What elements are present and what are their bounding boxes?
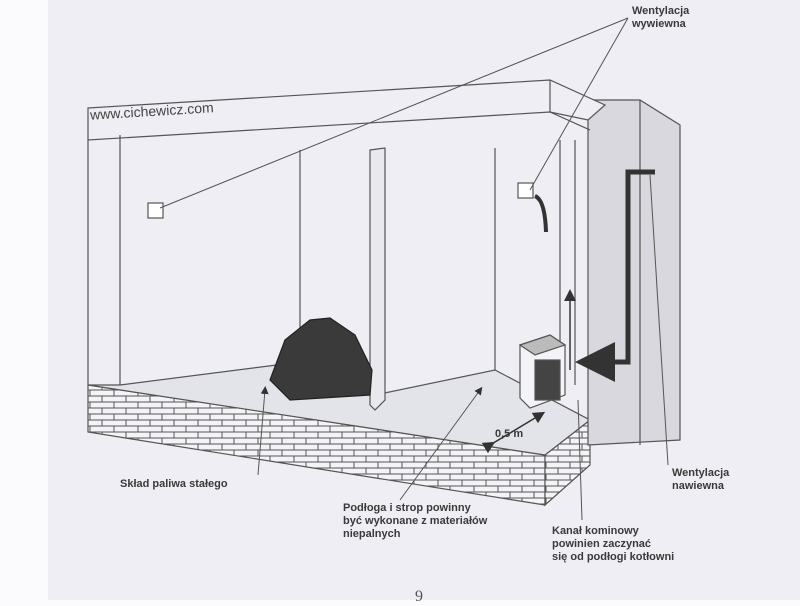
supply-air-arrow (575, 169, 655, 382)
exhaust-vent-left (147, 202, 164, 219)
chimney (587, 99, 681, 446)
boiler-icon (518, 334, 567, 409)
label-floor-ceiling: Podłoga i strop powinny być wykonane z m… (343, 502, 488, 540)
label-supply-ventilation: Wentylacja nawiewna (672, 467, 730, 492)
label-fuel-storage: Skład paliwa stałego (120, 478, 228, 490)
exhaust-vent-right (517, 182, 534, 199)
partition-wall (369, 147, 386, 411)
label-distance: 0,5 m (495, 428, 524, 440)
fuel-pile-icon (269, 317, 373, 401)
page-number: 9 (415, 588, 423, 605)
exhaust-air-arrow (533, 194, 548, 233)
label-chimney-channel: Kanał kominowy powinien zaczynać się od … (552, 525, 675, 563)
label-exhaust-ventilation: Wentylacja wywiewna (632, 5, 690, 30)
